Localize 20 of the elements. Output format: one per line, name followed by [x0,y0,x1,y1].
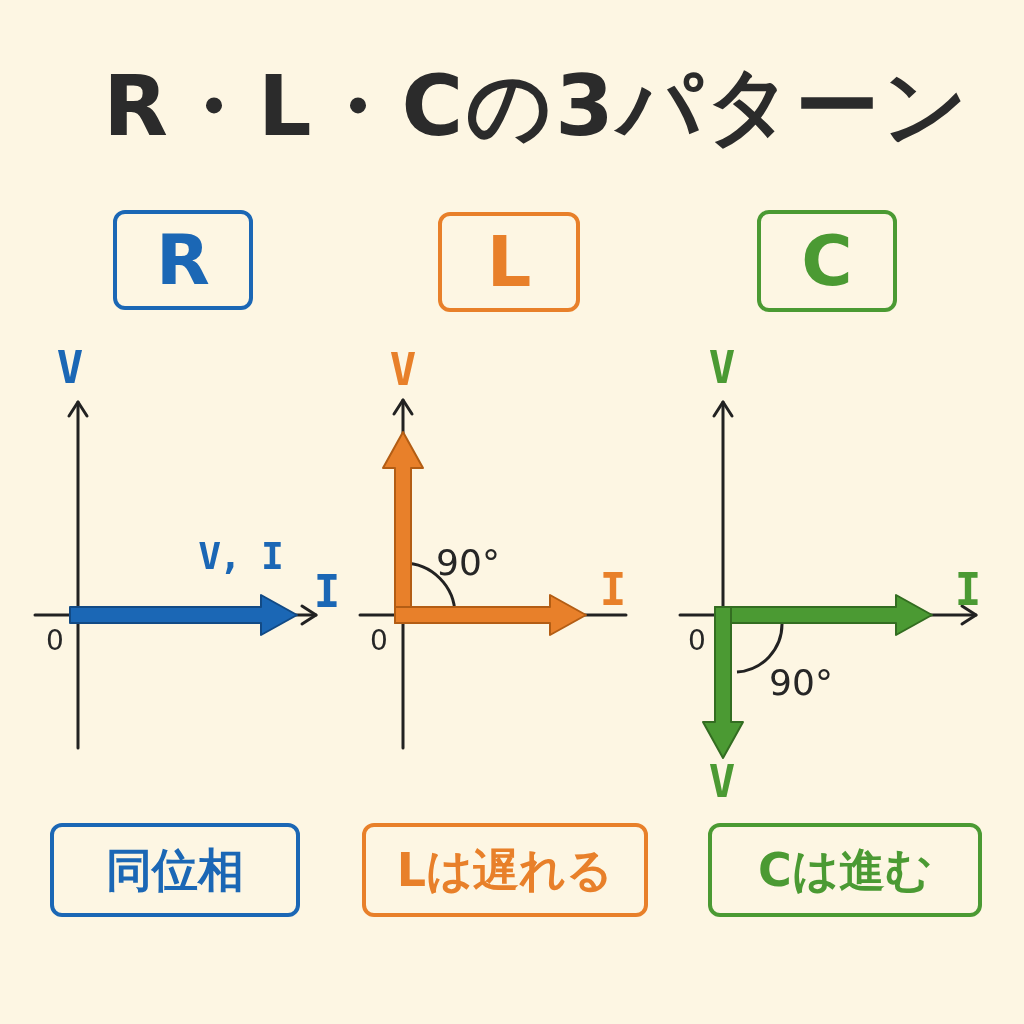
axis-label: I [599,568,627,612]
axis-label: V [708,346,736,390]
vector-label: V, I [198,537,282,575]
origin-label: 0 [370,627,388,655]
caption-box: Lは遅れる [362,823,648,917]
origin-label: 0 [46,627,64,655]
axis-label: V [56,346,84,390]
letter-box: C [757,210,897,312]
angle-label: 90° [769,665,833,701]
axis-label: V [389,348,417,392]
angle-label: 90° [436,545,500,581]
letter-box: R [113,210,253,310]
caption-box: 同位相 [50,823,300,917]
axis-label: I [954,568,982,612]
axis-label: V [708,760,736,804]
axis-label: I [313,570,341,614]
letter-box: L [438,212,580,312]
origin-label: 0 [688,627,706,655]
caption-box: Cは進む [708,823,982,917]
title: R・L・Cの3パターン [103,64,971,148]
